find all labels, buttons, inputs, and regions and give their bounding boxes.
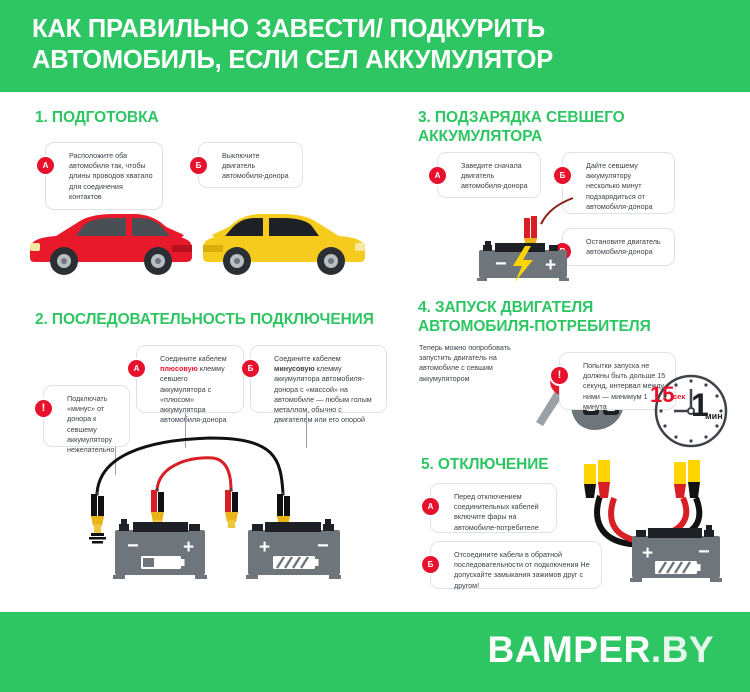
badge-b: Б (242, 360, 259, 377)
svg-text:+: + (642, 543, 653, 564)
battery-bolt-svg: − + (477, 197, 574, 282)
section-5-item-a-text: Перед отключением соединительных кабелей… (454, 492, 539, 532)
disconnect-battery-illustration: + − (570, 458, 730, 583)
logo-main: BAMPER (487, 629, 651, 670)
charging-battery-illustration: − + (465, 190, 585, 282)
section-4-lead-text: Теперь можно попробовать запустить двига… (419, 343, 511, 383)
svg-text:−: − (127, 535, 139, 557)
page-title-line2: АВТОМОБИЛЬ, ЕСЛИ СЕЛ АККУМУЛЯТОР (32, 46, 554, 74)
red-car-svg (30, 214, 192, 275)
section-2: 2. ПОСЛЕДОВАТЕЛЬНОСТЬ ПОДКЛЮЧЕНИЯ (35, 310, 374, 329)
red-car-illustration (22, 205, 197, 277)
battery-discharged: − + (113, 519, 207, 579)
svg-text:+: + (545, 255, 556, 276)
section-5-item-b-text: Отсоедините кабели в обратной последоват… (454, 550, 590, 590)
section-2-item-b: Б Соединитe кабелем минусовую клемму акк… (242, 345, 387, 424)
section-4: 4. ЗАПУСК ДВИГАТЕЛЯ АВТОМОБИЛЯ-ПОТРЕБИТЕ… (418, 298, 651, 336)
section-4-title-line2: АВТОМОБИЛЯ-ПОТРЕБИТЕЛЯ (418, 318, 651, 335)
svg-text:−: − (698, 541, 710, 563)
timer-minutes-value: 1 (691, 387, 709, 423)
logo-tld: .BY (650, 629, 714, 670)
section-2-warning: ! Подключать «минус» от донора к севшему… (35, 385, 130, 454)
section-1-title: 1. ПОДГОТОВКА (35, 109, 159, 126)
s2b-highlight: минусовую (274, 364, 315, 374)
badge-b: Б (554, 167, 571, 184)
svg-text:−: − (495, 253, 507, 275)
svg-text:+: + (259, 537, 270, 558)
section-1-item-a: А Расположите оба автомобиля так, чтобы … (37, 142, 163, 210)
s2a-prefix: Соединитe кабелем (160, 354, 227, 363)
badge-a: А (429, 167, 446, 184)
page-title: КАК ПРАВИЛЬНО ЗАВЕСТИ/ ПОДКУРИТЬ АВТОМОБ… (32, 14, 722, 76)
section-5-title: 5. ОТКЛЮЧЕНИЕ (421, 456, 549, 473)
section-3-item-b-text: Дайте севшему аккумулятору несколько мин… (586, 161, 653, 211)
section-2-warning-text: Подключать «минус» от донора к севшему а… (67, 394, 115, 455)
battery-charged: + − (246, 519, 341, 579)
section-4-warning-text: Попытки запуска не должны быть дольше 15… (583, 361, 666, 411)
section-3: 3. ПОДЗАРЯДКА СЕВШЕГО АККУМУЛЯТОРА (418, 108, 625, 146)
footer-banner (0, 612, 750, 692)
section-3-title-line1: 3. ПОДЗАРЯДКА СЕВШЕГО (418, 109, 625, 126)
header-banner: КАК ПРАВИЛЬНО ЗАВЕСТИ/ ПОДКУРИТЬ АВТОМОБ… (0, 0, 750, 92)
section-3-item-b: Б Дайте севшему аккумулятору несколько м… (554, 152, 675, 214)
connector-line-a (185, 413, 186, 448)
s2a-suffix: клемму севшего аккумулятора с «плюсом» а… (160, 364, 227, 425)
section-3-item-a: А Заведите сначала двигатель автомобиля-… (429, 152, 541, 198)
battery-four-clamps-svg: + − (584, 460, 722, 582)
timer-seconds-unit: сек (673, 392, 686, 401)
batteries-cables-svg: − + + − (89, 436, 341, 579)
badge-a: А (128, 360, 145, 377)
section-5: 5. ОТКЛЮЧЕНИЕ (421, 455, 549, 474)
svg-text:−: − (317, 535, 329, 557)
badge-a: А (422, 498, 439, 515)
s2b-suffix: клемму аккумулятора автомобиля-донора с … (274, 364, 372, 425)
clamp-pair-left (584, 460, 610, 498)
brand-logo[interactable]: BAMPER.BY (487, 629, 714, 671)
two-batteries-illustration: − + + − (85, 432, 385, 587)
section-3-item-v-text: Остановите двигатель автомобиля-донора (586, 237, 661, 257)
section-2-item-a: А Соединитe кабелем плюсовую клемму севш… (128, 345, 244, 424)
yellow-car-svg (203, 214, 365, 275)
timer-seconds-value: 15 (650, 382, 675, 407)
badge-a: А (37, 157, 54, 174)
section-1-item-a-text: Расположите оба автомобиля так, чтобы дл… (69, 151, 153, 201)
clock-svg (654, 374, 728, 448)
timer-minutes-unit: мин (705, 411, 723, 421)
section-2-item-a-text: Соединитe кабелем плюсовую клемму севшег… (160, 354, 234, 425)
section-1-item-b: Б Выключите двигатель автомобиля-донора (190, 142, 303, 188)
yellow-car-illustration (198, 205, 373, 277)
section-2-item-b-text: Соединитe кабелем минусовую клемму аккум… (274, 354, 377, 425)
badge-b: Б (190, 157, 207, 174)
clamp-ground (89, 494, 106, 544)
section-5-item-b: Б Отсоедините кабели в обратной последов… (422, 541, 602, 590)
clock-illustration (652, 372, 730, 450)
exclamation-icon: ! (551, 367, 568, 384)
svg-text:+: + (183, 537, 194, 558)
section-1: 1. ПОДГОТОВКА (35, 108, 159, 127)
section-3-item-v: В Остановите двигатель автомобиля-донора (554, 228, 675, 266)
s2b-prefix: Соединитe кабелем (274, 354, 341, 363)
page-title-line1: КАК ПРАВИЛЬНО ЗАВЕСТИ/ ПОДКУРИТЬ (32, 15, 546, 43)
section-4-title-line1: 4. ЗАПУСК ДВИГАТЕЛЯ (418, 299, 594, 316)
connector-line-b (306, 413, 307, 448)
section-5-item-a: А Перед отключением соединительных кабел… (422, 483, 557, 533)
section-1-item-b-text: Выключите двигатель автомобиля-донора (222, 151, 289, 181)
s2a-highlight: плюсовую (160, 364, 198, 374)
clamp-pair-right (674, 460, 700, 498)
clamp-red-right (225, 490, 238, 528)
exclamation-icon: ! (35, 400, 52, 417)
section-3-title-line2: АККУМУЛЯТОРА (418, 128, 543, 145)
badge-b: Б (422, 556, 439, 573)
section-2-title: 2. ПОСЛЕДОВАТЕЛЬНОСТЬ ПОДКЛЮЧЕНИЯ (35, 311, 374, 328)
section-3-item-a-text: Заведите сначала двигатель автомобиля-до… (461, 161, 528, 191)
